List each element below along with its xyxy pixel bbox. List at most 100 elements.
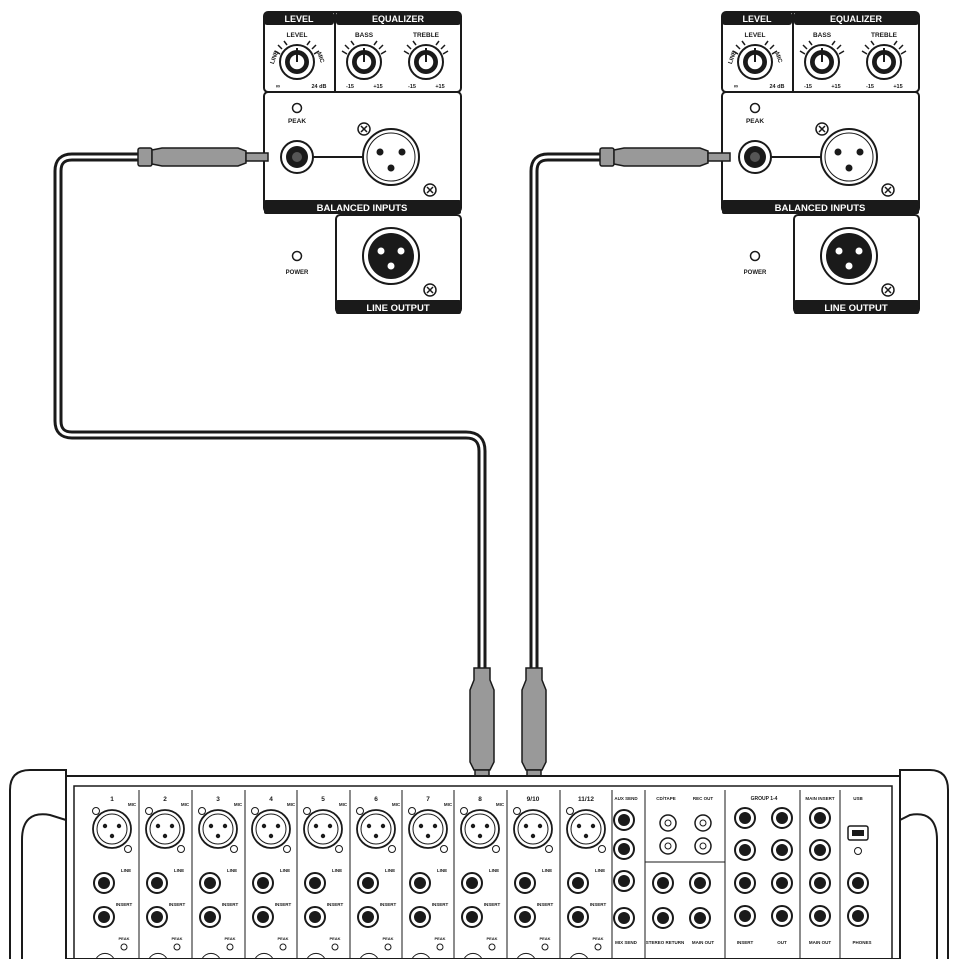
mic-label: MIC <box>128 802 137 807</box>
line-label: LINE <box>595 868 605 873</box>
level-header: LEVEL <box>742 14 772 24</box>
jack-socket <box>613 870 635 892</box>
cd-tape-label: CD/TAPE <box>656 796 675 801</box>
channel-number: 6 <box>374 796 378 803</box>
jack-socket <box>652 907 674 929</box>
insert-label: INSERT <box>169 902 186 907</box>
channel-number: 9/10 <box>527 796 540 803</box>
rec-out-label: REC OUT <box>693 796 714 801</box>
line-label: LINE <box>332 868 342 873</box>
insert-label: INSERT <box>737 940 754 945</box>
line-label: LINE <box>489 868 499 873</box>
jack-socket <box>689 872 711 894</box>
preamp-module-1 <box>263 11 462 315</box>
insert-label: INSERT <box>116 902 133 907</box>
treble-max-label: +15 <box>435 84 444 90</box>
level-min-label: ∞ <box>734 84 738 90</box>
treble-label: TREBLE <box>413 32 440 39</box>
insert-label: INSERT <box>380 902 397 907</box>
mic-label: MIC <box>181 802 190 807</box>
jack-socket <box>734 807 756 829</box>
peak-label: PEAK <box>118 936 129 941</box>
bass-max-label: +15 <box>831 84 840 90</box>
jack-plug-mixer-2 <box>521 667 547 779</box>
line-output-label: LINE OUTPUT <box>824 303 888 314</box>
treble-min-label: -15 <box>408 84 416 90</box>
jack-socket <box>734 839 756 861</box>
treble-label: TREBLE <box>871 32 898 39</box>
mic-label: MIC <box>234 802 243 807</box>
channel-number: 5 <box>321 796 325 803</box>
level-header: LEVEL <box>284 14 314 24</box>
peak-label: PEAK <box>277 936 288 941</box>
jack-socket <box>809 872 831 894</box>
preamp-module-2 <box>721 11 920 315</box>
line-label: LINE <box>728 50 738 65</box>
jack-socket <box>689 907 711 929</box>
mic-label: MIC <box>496 802 505 807</box>
jack-socket <box>847 905 869 927</box>
balanced-inputs-label: BALANCED INPUTS <box>317 203 408 214</box>
jack-socket <box>613 838 635 860</box>
phones-label: PHONES <box>852 940 871 945</box>
peak-label: PEAK <box>224 936 235 941</box>
mic-label: MIC <box>339 802 348 807</box>
insert-label: INSERT <box>432 902 449 907</box>
line-output-label: LINE OUTPUT <box>366 303 430 314</box>
jack-socket <box>734 905 756 927</box>
cable-1 <box>53 152 487 672</box>
jack-socket <box>771 839 793 861</box>
channel-number: 3 <box>216 796 220 803</box>
channel-number: 8 <box>478 796 482 803</box>
level-max-label: 24 dB <box>312 84 327 90</box>
jack-socket <box>847 872 869 894</box>
line-label: LINE <box>385 868 395 873</box>
bass-label: BASS <box>355 32 374 39</box>
equalizer-header: EQUALIZER <box>372 14 425 24</box>
line-label: LINE <box>280 868 290 873</box>
peak-label: PEAK <box>288 118 306 125</box>
jack-socket <box>613 907 635 929</box>
line-label: LINE <box>121 868 131 873</box>
cable-2 <box>529 152 600 672</box>
bass-min-label: -15 <box>804 84 812 90</box>
jack-plug-1 <box>137 147 269 167</box>
channel-number: 7 <box>426 796 430 803</box>
treble-min-label: -15 <box>866 84 874 90</box>
channel-number: 4 <box>269 796 273 803</box>
jack-socket <box>771 872 793 894</box>
line-label: LINE <box>542 868 552 873</box>
jack-socket <box>809 839 831 861</box>
usb-label: USB <box>853 796 863 801</box>
main-out-label: MAIN OUT <box>692 940 714 945</box>
level-min-label: ∞ <box>276 84 280 90</box>
jack-socket <box>613 809 635 831</box>
peak-label: PEAK <box>592 936 603 941</box>
line-label: LINE <box>174 868 184 873</box>
mixer: 1MICLINEINSERTPEAK2MICLINEINSERTPEAK3MIC… <box>9 769 949 960</box>
insert-label: INSERT <box>537 902 554 907</box>
insert-label: INSERT <box>222 902 239 907</box>
bass-label: BASS <box>813 32 832 39</box>
jack-socket <box>771 807 793 829</box>
main-insert-label: MAIN INSERT <box>805 796 835 801</box>
insert-label: INSERT <box>590 902 607 907</box>
channel-number: 11/12 <box>578 796 594 803</box>
insert-label: INSERT <box>327 902 344 907</box>
jack-socket <box>734 872 756 894</box>
bass-max-label: +15 <box>373 84 382 90</box>
peak-label: PEAK <box>329 936 340 941</box>
treble-max-label: +15 <box>893 84 902 90</box>
equalizer-header: EQUALIZER <box>830 14 883 24</box>
channel-number: 1 <box>110 796 114 803</box>
main-out-label: MAIN OUT <box>809 940 831 945</box>
